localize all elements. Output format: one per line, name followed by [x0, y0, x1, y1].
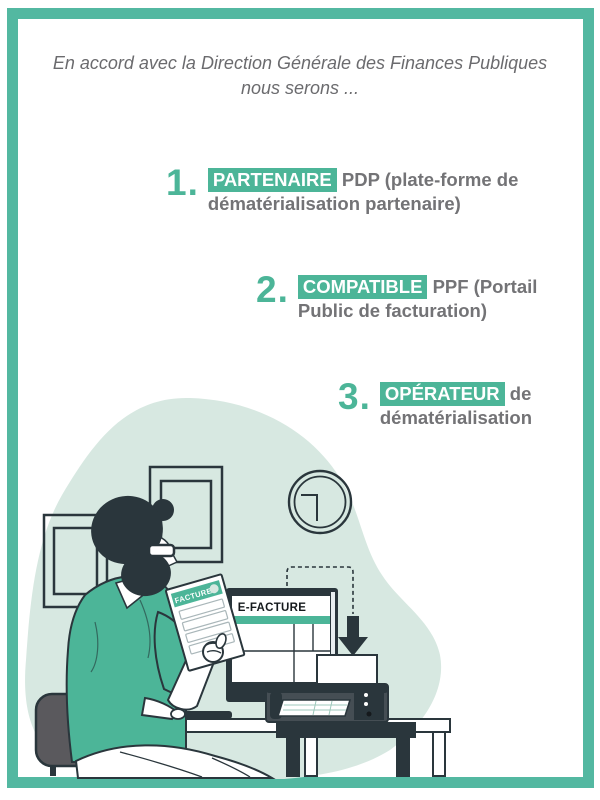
facture-paper: FACTURE [164, 573, 246, 672]
monitor: E-FACTURE [226, 588, 338, 720]
list-item-2: 2. COMPATIBLE PPF (Portail Public de fac… [256, 269, 550, 323]
intro-text: En accord avec la Direction Générale des… [40, 51, 560, 101]
item-2-highlight: COMPATIBLE [297, 275, 428, 299]
item-1-rest: PDP (plate-forme de dématérialisation pa… [207, 169, 519, 214]
list-item-3: 3. OPÉRATEUR de dématérialisation [338, 376, 548, 430]
intro-line-1: En accord avec la Direction Générale des… [52, 53, 548, 73]
item-3-text: OPÉRATEUR de dématérialisation [379, 382, 548, 430]
monitor-teal-bar [232, 616, 330, 624]
item-3-number: 3. [338, 376, 371, 417]
monitor-grid [232, 624, 330, 682]
item-1-highlight: PARTENAIRE [207, 168, 337, 192]
glasses-icon [147, 543, 176, 558]
item-2-number: 2. [256, 269, 289, 310]
wall-clock-icon [287, 469, 353, 535]
download-arrow-icon [338, 616, 368, 656]
list-item-1: 1. PARTENAIRE PDP (plate-forme de dématé… [166, 162, 520, 216]
dotted-download-box [286, 566, 354, 614]
printer [265, 683, 389, 723]
item-2-text: COMPATIBLE PPF (Portail Public de factur… [297, 275, 550, 323]
item-3-rest: de dématérialisation [379, 383, 533, 428]
monitor-label: E-FACTURE [238, 602, 307, 614]
person-left-hand [202, 632, 227, 663]
item-2-rest: PPF (Portail Public de facturation) [297, 276, 538, 321]
intro-line-2: nous serons ... [240, 78, 360, 98]
item-1-text: PARTENAIRE PDP (plate-forme de dématéria… [207, 168, 520, 216]
picture-frame-left [42, 513, 109, 609]
item-1-number: 1. [166, 162, 199, 203]
printer-output-paper [276, 699, 352, 717]
person-head [91, 495, 179, 597]
office-illustration: E-FACTURE [25, 397, 451, 779]
item-3-highlight: OPÉRATEUR [379, 382, 505, 406]
printer-table [276, 722, 416, 777]
printer-input-paper [316, 654, 378, 688]
